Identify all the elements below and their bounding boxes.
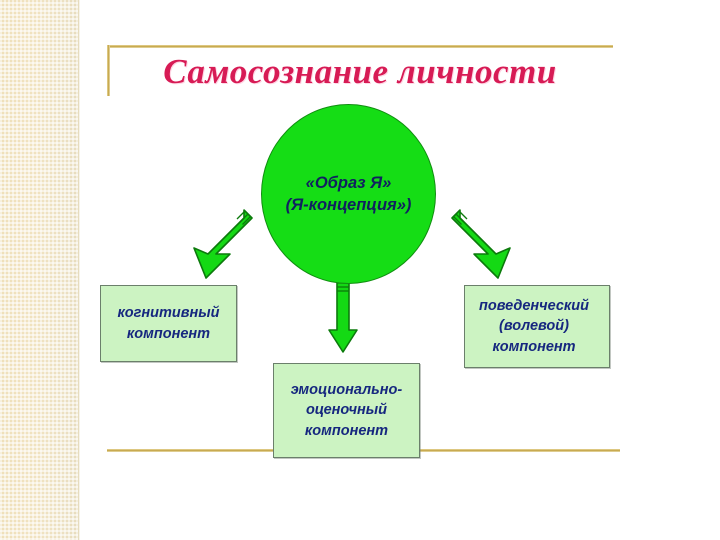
component-label-emotional: эмоционально- оценочный компонент xyxy=(291,380,402,442)
component-line: компонент xyxy=(492,338,576,355)
component-label-behavioral: поведенческий (волевой) компонент xyxy=(479,296,589,358)
core-concept-ellipse: «Образ Я» (Я-концепция») xyxy=(261,104,436,284)
core-concept-line-1: «Образ Я» xyxy=(305,173,392,192)
decorative-side-band xyxy=(0,0,78,540)
core-concept-label: «Образ Я» (Я-концепция») xyxy=(286,172,412,216)
component-box-cognitive: когнитивный компонент xyxy=(100,285,237,362)
component-label-cognitive: когнитивный компонент xyxy=(117,303,219,344)
component-line: эмоционально- xyxy=(290,381,403,398)
component-line: когнитивный xyxy=(117,304,220,321)
arrow-down-left-icon xyxy=(193,209,253,279)
component-line: поведенческий xyxy=(479,297,589,314)
component-line: компонент xyxy=(304,422,389,439)
arrow-down-icon xyxy=(328,279,358,353)
side-band-edge xyxy=(78,0,80,540)
slide-title: Самосознание личности xyxy=(163,52,557,91)
component-line: компонент xyxy=(126,325,211,342)
arrow-down-right-icon xyxy=(451,209,511,279)
component-line: (волевой) xyxy=(499,318,569,335)
frame-rule-left xyxy=(107,45,110,96)
component-line: оценочный xyxy=(305,402,388,419)
component-box-emotional: эмоционально- оценочный компонент xyxy=(273,363,420,458)
core-concept-line-2: (Я-концепция») xyxy=(285,196,412,214)
component-box-behavioral: поведенческий (волевой) компонент xyxy=(464,285,610,368)
frame-rule-top xyxy=(107,45,613,48)
